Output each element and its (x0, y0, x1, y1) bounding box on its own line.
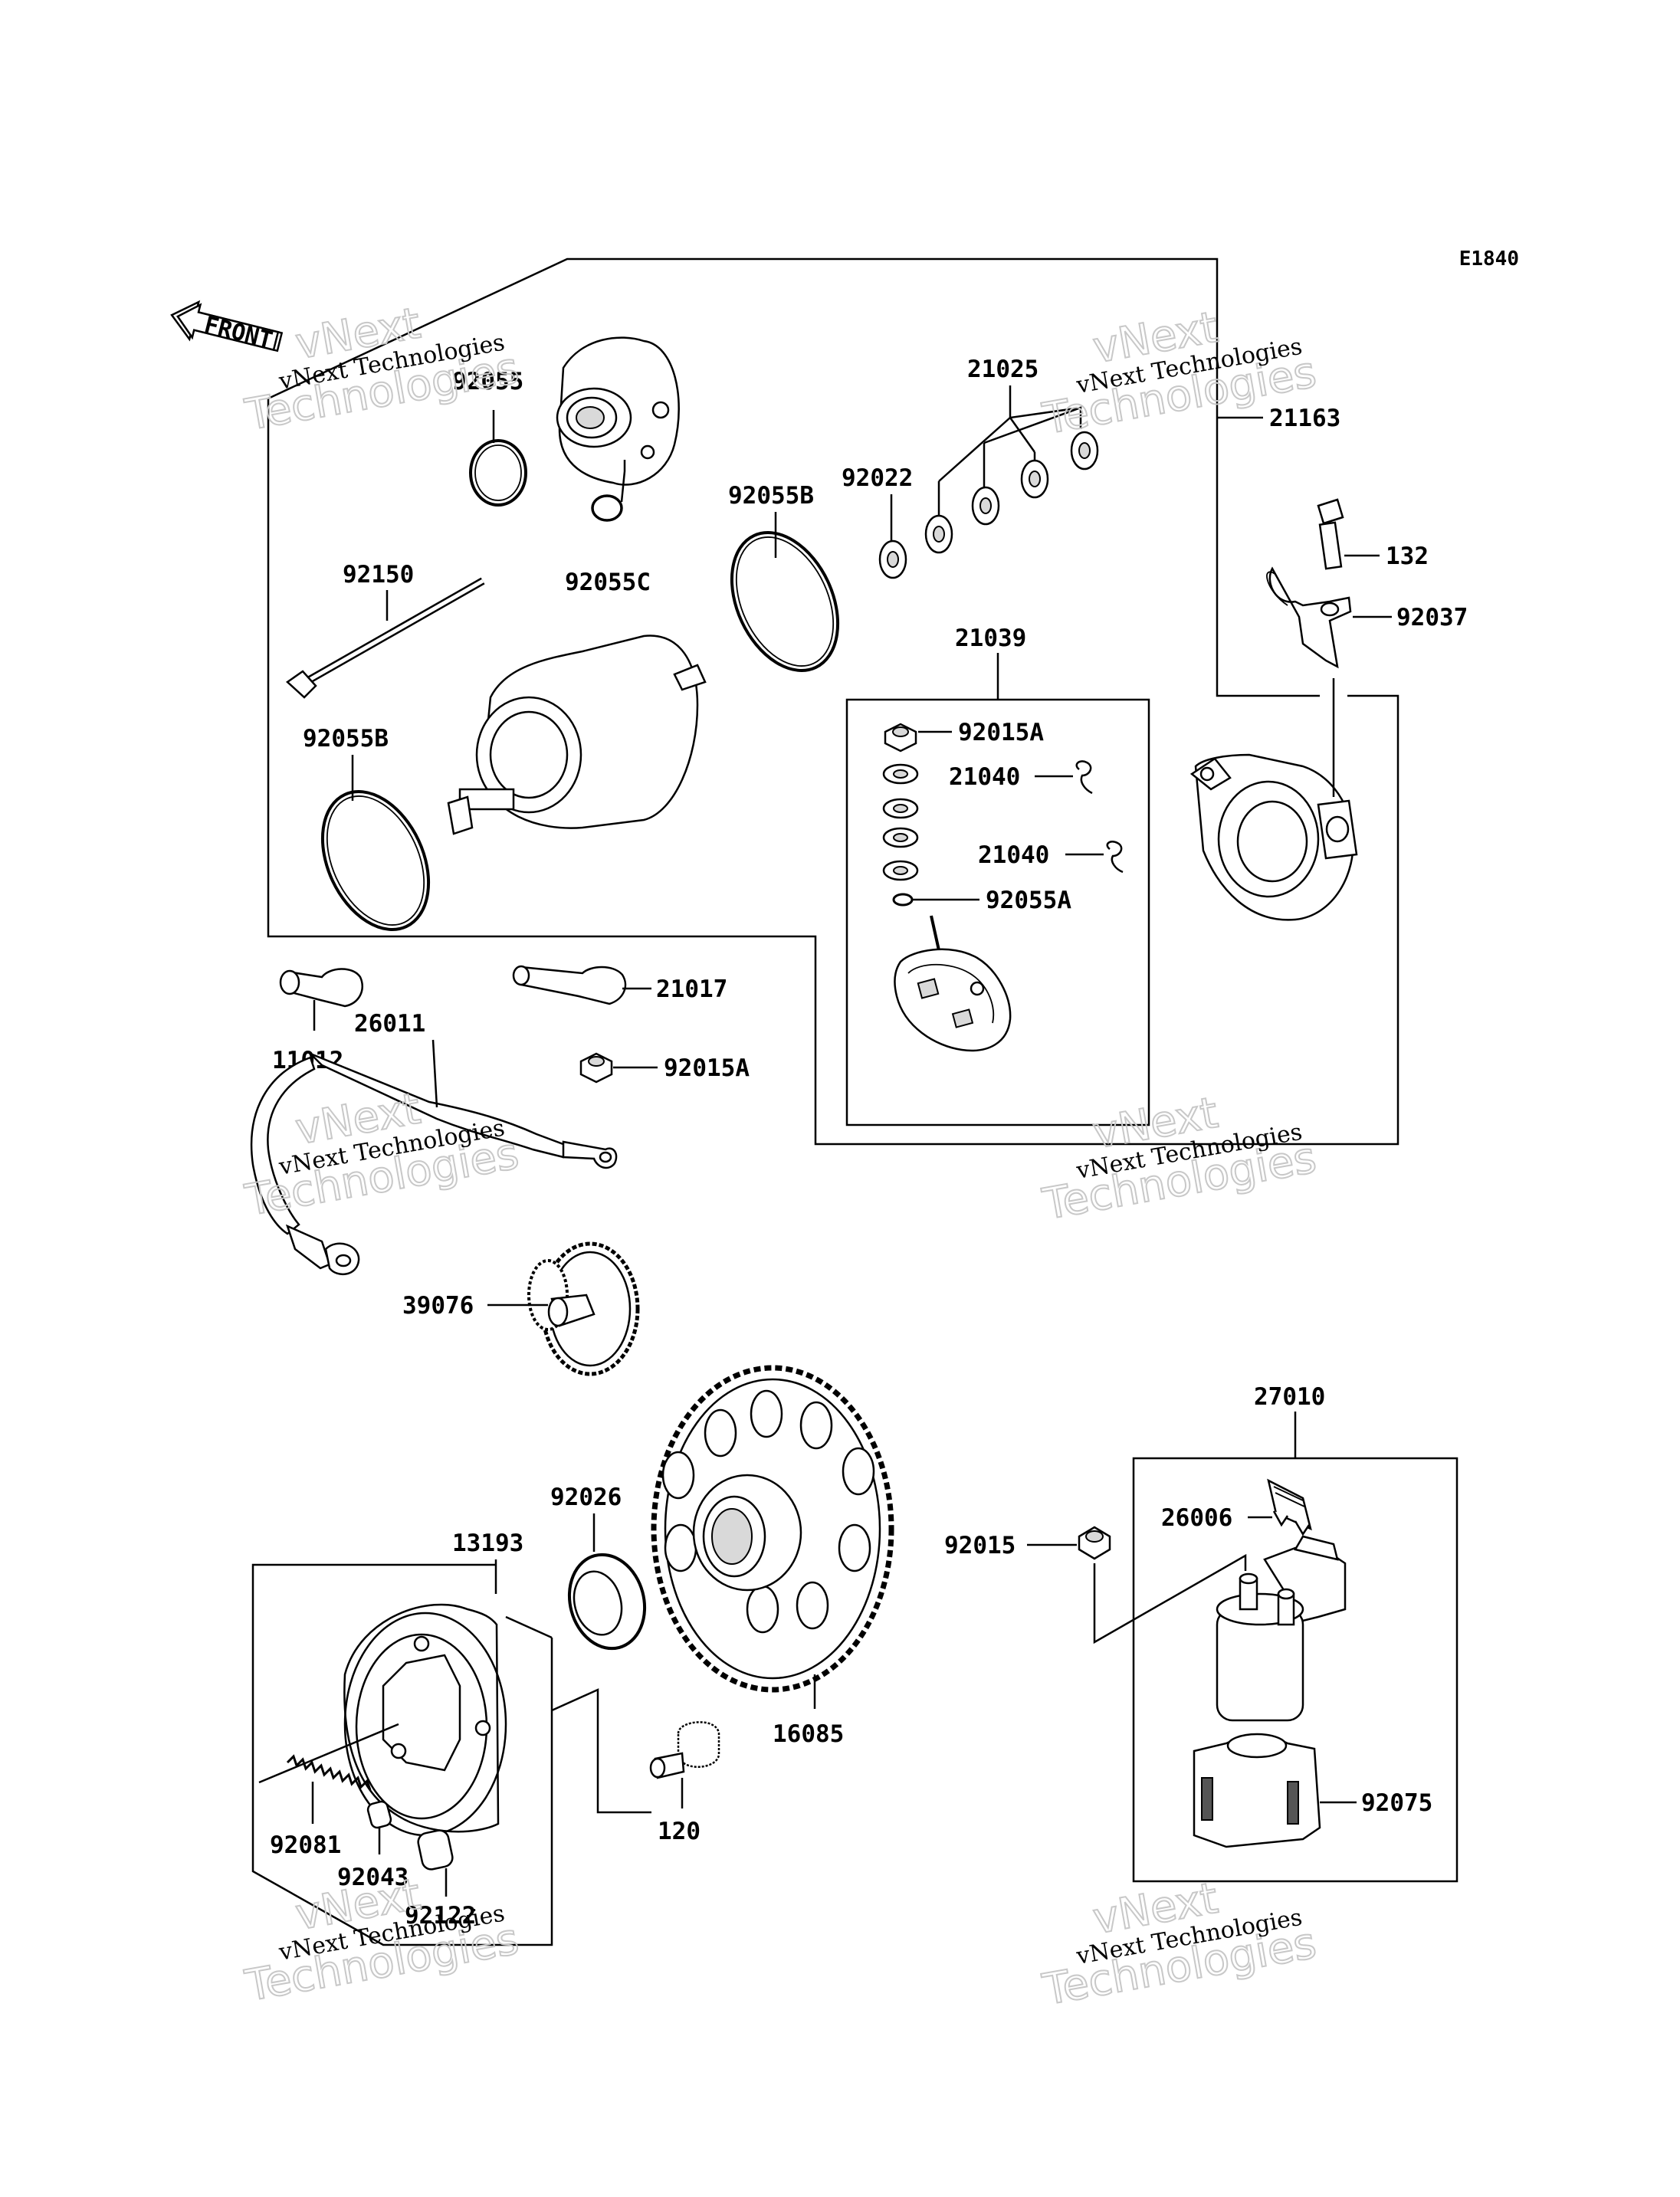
part-13193-clutch (258, 1603, 651, 1837)
watermark-4: vNext Technologies vNext Technologies (1038, 1087, 1321, 1231)
part-21017-cover (512, 965, 651, 1005)
label-21040-b: 21040 (978, 841, 1049, 869)
label-26006: 26006 (1161, 1504, 1232, 1532)
part-132-bolt (1317, 498, 1380, 570)
part-92150-bolt (286, 577, 485, 699)
label-92026: 92026 (550, 1484, 622, 1511)
part-16085-gear (651, 1365, 894, 1709)
label-92055C: 92055C (565, 569, 651, 596)
label-92081: 92081 (270, 1831, 341, 1859)
part-92055B-oring-right (730, 512, 840, 672)
part-21025-washers (924, 385, 1099, 554)
part-brush-washers (882, 763, 979, 907)
part-starter-motor (447, 635, 707, 835)
starter-group-outline (267, 421, 1399, 1146)
front-arrow-icon: FRONT (170, 300, 284, 354)
part-92037-clamp (1266, 566, 1392, 669)
label-92022: 92022 (842, 464, 913, 492)
label-21163: 21163 (1269, 405, 1340, 432)
label-39076: 39076 (402, 1292, 474, 1320)
label-26011: 26011 (354, 1010, 425, 1038)
part-92122-roller (417, 1829, 454, 1897)
part-92043-pin (366, 1800, 392, 1854)
label-27010: 27010 (1254, 1383, 1325, 1411)
part-92081-spring (286, 1754, 372, 1824)
part-92022-washer (878, 494, 907, 579)
part-39076-gear (487, 1241, 640, 1376)
part-92015-nut (1027, 1526, 1247, 1644)
part-92026-washer (567, 1513, 647, 1651)
label-92043: 92043 (337, 1864, 409, 1891)
label-120: 120 (658, 1818, 701, 1845)
part-21040-spring-b (1065, 841, 1124, 874)
label-92015A-top: 92015A (958, 719, 1044, 746)
part-end-cover-rear (1189, 678, 1358, 921)
clutch-group-outline (251, 1563, 553, 1946)
label-13193: 13193 (452, 1530, 523, 1557)
front-label: FRONT (202, 311, 275, 354)
watermark-1: vNext Technologies vNext Technologies (241, 298, 523, 441)
part-11012-cover (279, 968, 364, 1031)
watermark-3: vNext Technologies vNext Technologies (241, 1084, 523, 1227)
label-92055B-right: 92055B (728, 482, 814, 510)
part-21040-spring-a (1035, 760, 1093, 795)
label-16085: 16085 (773, 1720, 844, 1748)
part-92015A-nut-lower (579, 1052, 658, 1084)
label-92055A: 92055A (986, 887, 1071, 914)
diagram-code: E1840 (1459, 248, 1519, 271)
label-92015A-lower: 92015A (664, 1054, 750, 1082)
label-21025: 21025 (967, 356, 1039, 383)
label-92055B-left: 92055B (303, 725, 389, 753)
label-92150: 92150 (343, 561, 414, 589)
part-26011-cable (250, 1039, 618, 1276)
watermark-5: vNext Technologies vNext Technologies (241, 1869, 523, 2012)
label-92055: 92055 (452, 368, 523, 395)
starter-group-outline-top (267, 257, 1320, 697)
part-end-cover-front (556, 336, 680, 486)
part-92075-cover (1193, 1733, 1357, 1848)
part-starter-relay (1216, 1535, 1347, 1722)
part-92015A-nut-top (884, 723, 952, 753)
label-92122: 92122 (405, 1902, 476, 1930)
label-21040-a: 21040 (949, 763, 1020, 791)
label-21017: 21017 (656, 976, 727, 1003)
label-92075: 92075 (1361, 1789, 1432, 1817)
part-92055C-ring (591, 460, 626, 522)
part-120-bolt (649, 1721, 720, 1808)
part-92055B-oring-left (320, 755, 431, 931)
part-26006-fuse (1248, 1478, 1312, 1536)
label-132: 132 (1386, 543, 1429, 570)
part-92055-oring (469, 410, 527, 507)
label-92037: 92037 (1396, 604, 1468, 631)
label-21039: 21039 (955, 625, 1026, 652)
part-brush-plate (894, 915, 1012, 1052)
label-92015: 92015 (944, 1532, 1016, 1559)
